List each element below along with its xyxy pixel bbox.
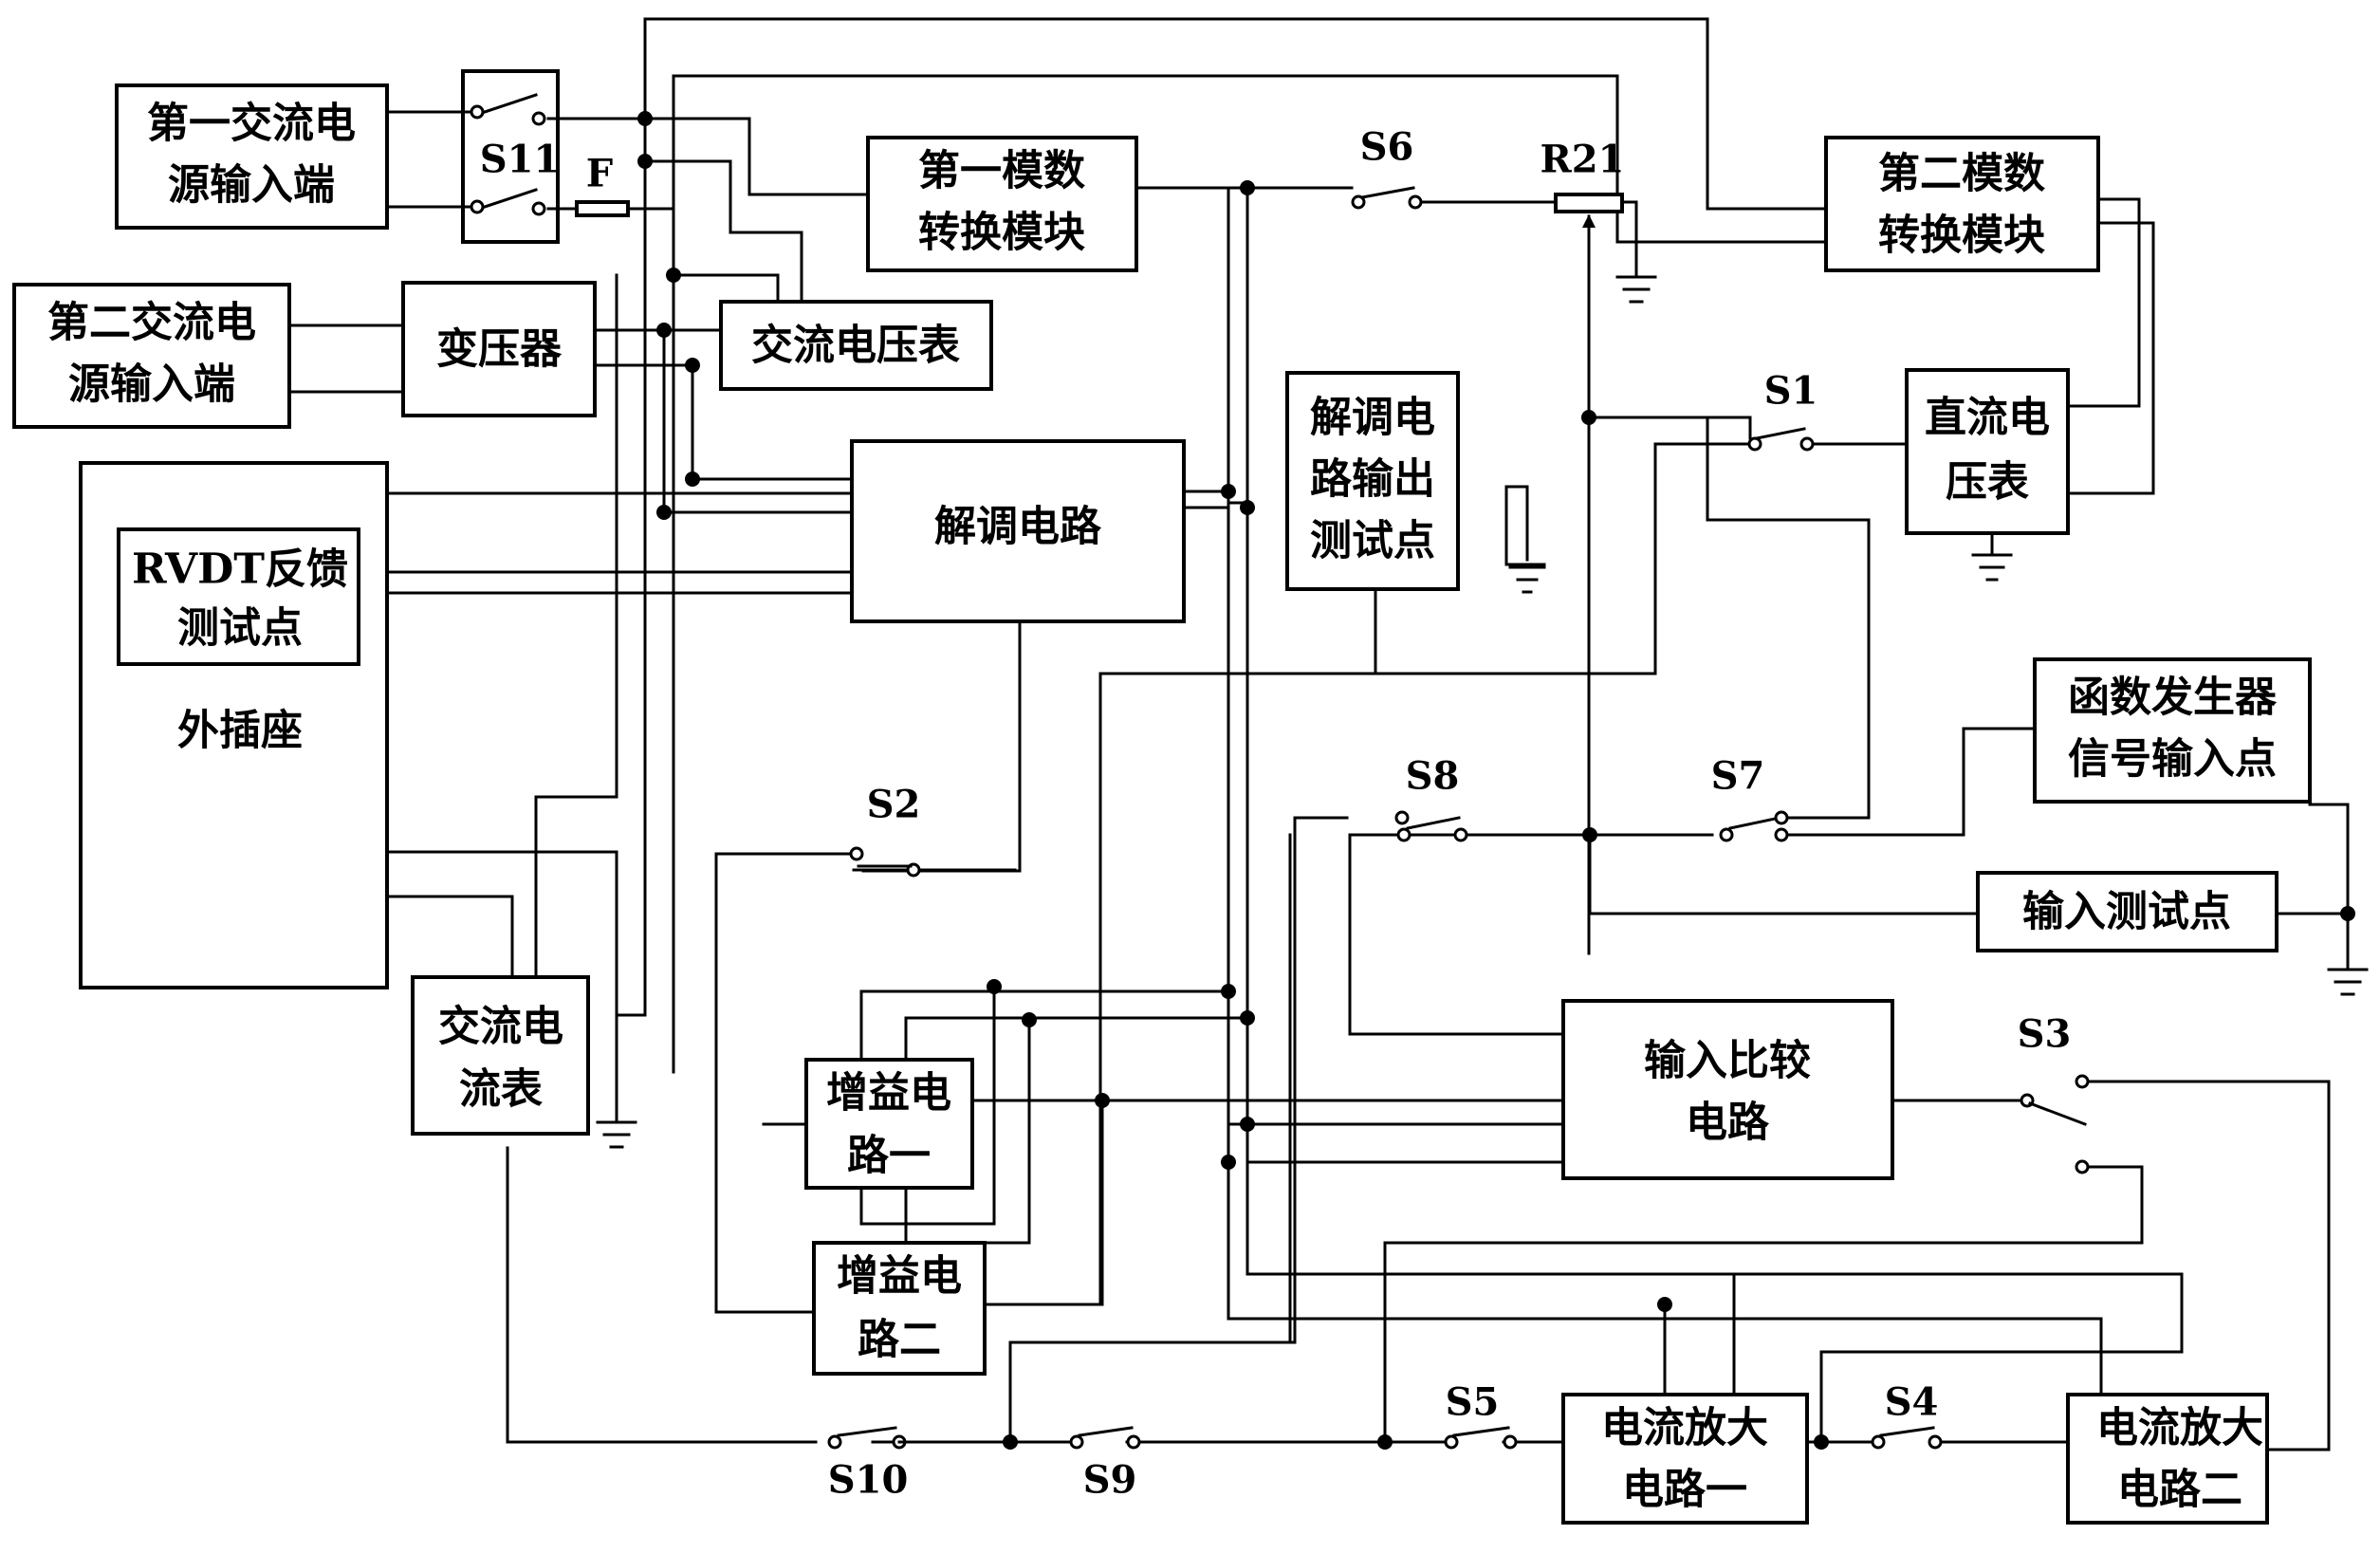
gain1-line1: 增益电	[826, 1069, 951, 1118]
func-gen-line2: 信号输入点	[2068, 735, 2277, 784]
block-s11-frame	[461, 69, 560, 244]
label-s4: S4	[1885, 1380, 1939, 1425]
ac-ammeter-line1: 交流电	[438, 1003, 563, 1051]
block-func-gen: 函数发生器 信号输入点	[2033, 657, 2312, 804]
switch-s3	[2020, 1074, 2090, 1174]
fuse-f	[575, 200, 630, 217]
switch-s7	[1719, 810, 1789, 842]
block-ac1: 第一交流电 源输入端	[115, 83, 389, 230]
ac1-line2: 源输入端	[168, 161, 335, 210]
ac2-line2: 源输入端	[68, 361, 235, 409]
label-s2: S2	[867, 783, 921, 827]
ground-icon	[596, 1120, 637, 1149]
block-demod: 解调电路	[850, 439, 1186, 623]
block-dc-voltmeter: 直流电 压表	[1905, 368, 2070, 535]
rvdt-line2: 测试点	[177, 604, 303, 653]
input-cmp-line2: 电路	[1686, 1099, 1770, 1147]
ac-voltmeter-label: 交流电压表	[751, 322, 960, 370]
amp1-line2: 电路一	[1622, 1466, 1747, 1514]
switch-s10	[827, 1426, 1012, 1450]
block-gain2: 增益电 路二	[812, 1241, 987, 1376]
block-amp1: 电流放大 电路一	[1561, 1393, 1809, 1525]
amp2-line2: 电路二	[2117, 1466, 2242, 1514]
gain1-line2: 路一	[847, 1132, 931, 1180]
dc-voltmeter-line2: 压表	[1946, 458, 2029, 507]
grounds	[596, 273, 2369, 1149]
block-rvdt: RVDT反馈 测试点	[117, 527, 360, 666]
block-demod-test: 解调电 路输出 测试点	[1285, 371, 1460, 591]
ground-icon	[1508, 565, 1546, 594]
adc2-line1: 第二模数	[1878, 150, 2045, 198]
rvdt-line1: RVDT反馈	[132, 545, 348, 594]
label-s3: S3	[2018, 1012, 2072, 1057]
adc1-line1: 第一模数	[918, 147, 1085, 195]
demod-test-line1: 解调电	[1310, 394, 1435, 442]
block-input-cmp: 输入比较 电路	[1561, 999, 1894, 1180]
demod-label: 解调电路	[934, 503, 1102, 551]
label-s1: S1	[1764, 369, 1818, 414]
label-s11: S11	[480, 138, 561, 182]
block-adc2: 第二模数 转换模块	[1824, 136, 2100, 272]
block-ac-voltmeter: 交流电压表	[719, 300, 993, 391]
switch-s9	[1069, 1426, 1141, 1450]
resistor-r21	[1554, 193, 1624, 228]
label-s6: S6	[1360, 125, 1414, 170]
component-labels: S11 F S6 R21 S1 S8 S7 S2 S3 S10 S9 S5 S4	[480, 125, 2072, 1503]
label-s8: S8	[1406, 754, 1460, 799]
switch-s8	[1348, 810, 1468, 842]
input-test-label: 输入测试点	[2022, 888, 2231, 936]
demod-test-line3: 测试点	[1310, 517, 1435, 565]
label-s5: S5	[1446, 1380, 1500, 1425]
block-amp2: 电流放大 电路二	[2066, 1393, 2269, 1525]
label-s9: S9	[1083, 1458, 1137, 1503]
block-ac-ammeter: 交流电 流表	[411, 975, 590, 1136]
switch-s11	[470, 93, 546, 216]
adc2-line2: 转换模块	[1878, 212, 2045, 260]
input-cmp-line1: 输入比较	[1644, 1037, 1811, 1085]
amp2-line1: 电流放大	[2096, 1404, 2263, 1452]
adc1-line2: 转换模块	[918, 209, 1085, 257]
label-s7: S7	[1711, 754, 1765, 799]
label-r21: R21	[1541, 138, 1625, 182]
ground-icon	[1504, 485, 1546, 566]
switch-s6	[1351, 186, 1423, 210]
label-s10: S10	[828, 1458, 909, 1503]
block-adc1: 第一模数 转换模块	[866, 136, 1138, 272]
ground-icon	[1615, 273, 1657, 304]
ground-icon	[1971, 553, 2013, 582]
junction-dots	[637, 111, 2355, 1450]
switch-s1	[1747, 416, 1815, 452]
wires	[287, 17, 2350, 1451]
dc-voltmeter-line1: 直流电	[1925, 394, 2050, 442]
block-ac2: 第二交流电 源输入端	[12, 283, 291, 429]
block-input-test: 输入测试点	[1976, 871, 2279, 952]
amp1-line1: 电流放大	[1601, 1404, 1768, 1452]
switch-s2	[849, 846, 921, 878]
block-gain1: 增益电 路一	[804, 1058, 974, 1190]
ground-icon	[2327, 956, 2369, 996]
gain2-line1: 增益电	[837, 1252, 962, 1301]
gain2-line2: 路二	[858, 1316, 941, 1364]
switches	[470, 93, 2090, 1450]
label-f: F	[586, 152, 613, 196]
func-gen-line1: 函数发生器	[2068, 674, 2278, 722]
block-transformer: 变压器	[401, 281, 597, 417]
ac1-line1: 第一交流电	[147, 100, 356, 148]
ac-ammeter-line2: 流表	[459, 1065, 543, 1114]
transformer-label: 变压器	[436, 325, 563, 374]
switch-s5	[1444, 1426, 1518, 1450]
ac2-line1: 第二交流电	[47, 299, 256, 347]
switch-s4	[1871, 1426, 1943, 1450]
socket-label: 外插座	[177, 707, 303, 755]
demod-test-line2: 路输出	[1310, 455, 1435, 504]
